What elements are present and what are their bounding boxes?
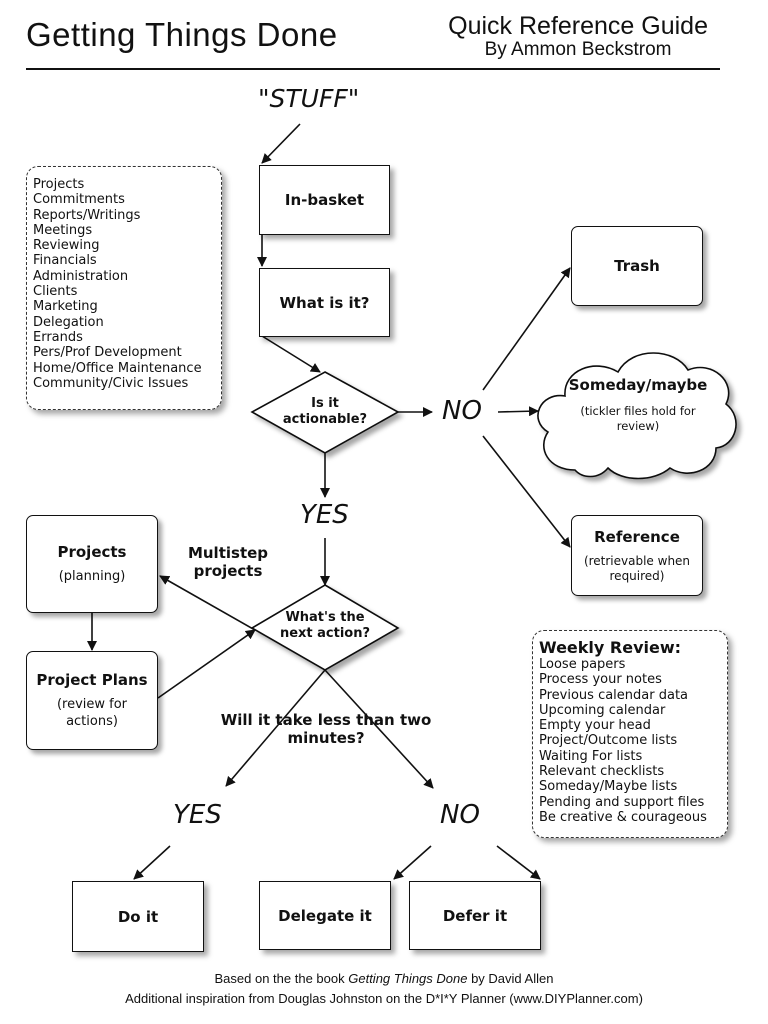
no-two-minutes-label: NO xyxy=(440,800,480,830)
weekly-review-item: Previous calendar data xyxy=(539,687,689,703)
weekly-review-item: Process your notes xyxy=(539,672,662,688)
defer-label: Defer it xyxy=(442,906,508,925)
arrow-no-defer xyxy=(496,845,541,880)
actionable-text: Is it actionable? xyxy=(262,396,388,428)
weekly-review-item: Empty your head xyxy=(539,718,651,734)
someday-sub: (tickler files hold for review) xyxy=(580,404,696,433)
footer-suffix: by David Allen xyxy=(467,971,554,986)
trash-box: Trash xyxy=(571,226,703,306)
reference-box: Reference (retrievable when required) xyxy=(571,515,703,596)
yes-two-minutes-label: YES xyxy=(173,800,222,830)
weekly-review-box: Weekly Review: Loose papers Process your… xyxy=(532,630,728,838)
someday-cloud xyxy=(537,352,737,480)
stuff-item: Delegation xyxy=(33,314,104,330)
project-plans-box: Project Plans (review for actions) xyxy=(26,651,158,750)
actionable-line2: actionable? xyxy=(282,412,368,427)
delegate-label: Delegate it xyxy=(278,906,372,925)
yes-label: YES xyxy=(300,500,349,530)
whatisit-box: What is it? xyxy=(259,268,390,337)
project-plans-label: Project Plans xyxy=(36,671,148,690)
stuff-item: Home/Office Maintenance xyxy=(33,360,202,376)
footer-line1: Based on the the book Getting Things Don… xyxy=(0,971,768,986)
actionable-diamond xyxy=(250,371,400,454)
nextaction-text: What's the next action? xyxy=(262,610,388,642)
inbasket-box: In-basket xyxy=(259,165,390,235)
defer-box: Defer it xyxy=(409,881,541,950)
projects-box: Projects (planning) xyxy=(26,515,158,613)
doit-label: Do it xyxy=(117,907,159,926)
stuff-item: Reports/Writings xyxy=(33,207,141,223)
stuff-item: Projects xyxy=(33,177,85,192)
weekly-review-item: Waiting For lists xyxy=(539,748,643,764)
page-title: Getting Things Done xyxy=(26,16,338,53)
stuff-item: Administration xyxy=(33,268,129,284)
guide-title: Quick Reference Guide xyxy=(448,12,708,40)
weekly-review-item: Loose papers xyxy=(539,657,626,672)
delegate-box: Delegate it xyxy=(259,881,391,950)
stuff-item: Pers/Prof Development xyxy=(33,345,182,361)
arrow-stuff-inbasket xyxy=(261,123,301,164)
weekly-review-item: Pending and support files xyxy=(539,794,705,810)
nextaction-line2: next action? xyxy=(279,626,371,641)
arrow-no-reference xyxy=(482,435,571,548)
arrow-plans-nextaction xyxy=(157,629,256,699)
reference-sub: (retrievable when required) xyxy=(583,553,691,583)
stuff-item: Marketing xyxy=(33,299,98,315)
inbasket-label: In-basket xyxy=(284,191,365,209)
footer-line2: Additional inspiration from Douglas John… xyxy=(125,991,643,1006)
weekly-review-item: Project/Outcome lists xyxy=(539,733,678,749)
header-rule xyxy=(26,68,720,70)
guide-heading: Quick Reference Guide By Ammon Beckstrom xyxy=(448,12,708,61)
whatisit-label: What is it? xyxy=(279,293,370,312)
projects-label: Projects xyxy=(57,542,127,561)
weekly-review-item: Relevant checklists xyxy=(539,764,665,780)
two-minutes-question: Will it take less than two minutes? xyxy=(220,711,432,747)
reference-label: Reference xyxy=(594,527,680,546)
stuff-item: Clients xyxy=(33,284,78,300)
stuff-item: Errands xyxy=(33,329,83,345)
project-plans-sub: (review for actions) xyxy=(56,697,128,729)
someday-text: Someday/maybe (tickler files hold for re… xyxy=(548,376,728,434)
someday-label: Someday/maybe xyxy=(568,376,708,394)
nextaction-line1: What's the xyxy=(285,610,365,625)
projects-sub: (planning) xyxy=(58,568,126,584)
arrow-whatisit-actionable xyxy=(261,335,321,373)
multistep-label: Multistep projects xyxy=(187,544,269,580)
stuff-item: Reviewing xyxy=(33,238,100,254)
arrow-no-trash xyxy=(482,267,571,391)
trash-label: Trash xyxy=(614,257,660,275)
no-label: NO xyxy=(442,396,482,426)
weekly-review-heading: Weekly Review: xyxy=(539,638,682,657)
arrow-nextaction-no xyxy=(324,669,434,789)
stuff-label: "STUFF" xyxy=(258,84,360,113)
weekly-review-item: Upcoming calendar xyxy=(539,702,666,718)
arrow-no-someday xyxy=(497,406,539,417)
guide-author: By Ammon Beckstrom xyxy=(484,39,672,60)
weekly-review-item: Someday/Maybe lists xyxy=(539,779,678,795)
footer-book-title: Getting Things Done xyxy=(348,971,468,986)
stuff-item: Commitments xyxy=(33,192,125,208)
arrow-nextaction-yes xyxy=(225,669,326,787)
actionable-line1: Is it xyxy=(311,396,339,411)
footer-prefix: Based on the the book xyxy=(214,971,349,986)
stuff-list-box: Projects Commitments Reports/Writings Me… xyxy=(26,166,222,410)
stuff-item: Financials xyxy=(33,253,97,269)
weekly-review-item: Be creative & courageous xyxy=(539,809,707,825)
doit-box: Do it xyxy=(72,881,204,952)
arrow-nextaction-projects xyxy=(159,575,256,631)
stuff-item: Community/Civic Issues xyxy=(33,375,189,391)
nextaction-diamond xyxy=(250,584,400,671)
arrow-yes-doit xyxy=(133,845,171,880)
arrow-no-delegate xyxy=(393,845,432,880)
stuff-item: Meetings xyxy=(33,222,93,238)
